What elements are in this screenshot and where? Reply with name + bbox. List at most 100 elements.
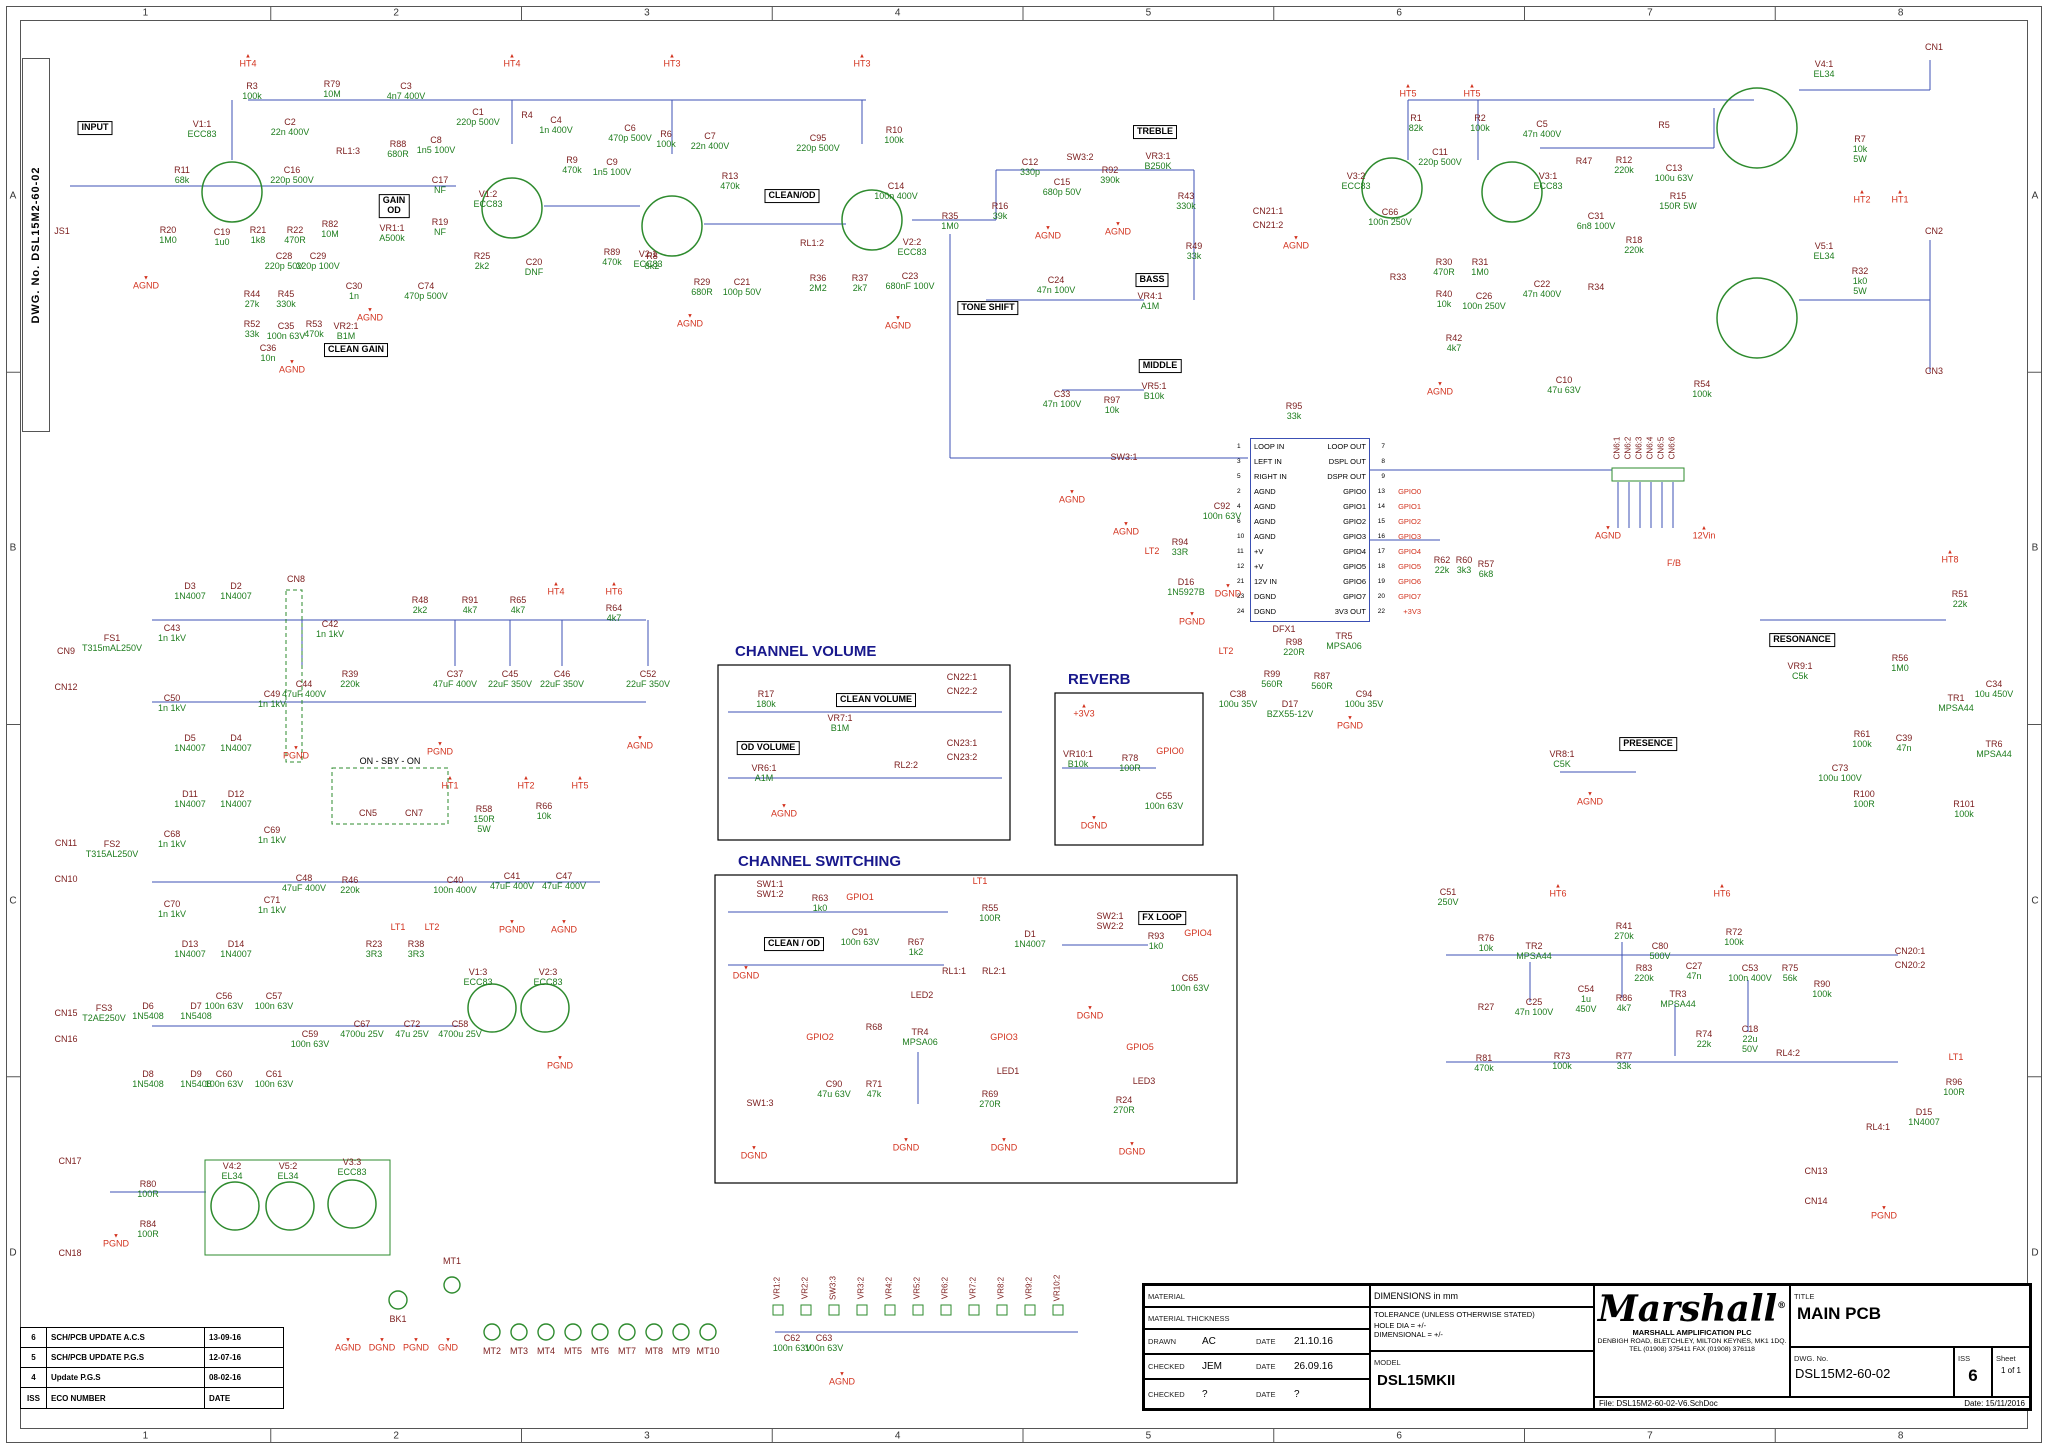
net-label: F/B	[1666, 558, 1682, 569]
ground-net-label: DGND	[733, 967, 760, 982]
designator-label: MT7	[618, 1346, 636, 1357]
tube-envelope	[641, 195, 703, 257]
mounting-hole	[699, 1323, 717, 1341]
connector-pin-label: VR9:2	[1024, 1276, 1034, 1300]
designator-label: CN8	[286, 574, 306, 585]
designator-label: RL2:1	[981, 966, 1007, 977]
revision-cell: 6	[21, 1328, 47, 1347]
designator-label: CN13	[1804, 1166, 1828, 1177]
tube-envelope	[1481, 161, 1543, 223]
ground-net-label: PGND	[1179, 613, 1205, 628]
ground-net-label: PGND	[1871, 1207, 1897, 1222]
revision-cell: 4	[21, 1368, 47, 1387]
frame-marker: 5	[1145, 1430, 1152, 1442]
checked1-date: 26.09.16	[1294, 1361, 1333, 1372]
connector-pin-label: VR1:2	[772, 1276, 782, 1300]
frame-marker: 1	[142, 7, 149, 19]
mounting-hole	[645, 1323, 663, 1341]
designator-label: R68	[865, 1022, 883, 1033]
designator-label: RL1:2	[799, 238, 825, 249]
designator-label: SW3:2	[1066, 152, 1094, 163]
frame-marker: 3	[644, 7, 650, 19]
pot-connector	[800, 1304, 812, 1316]
revision-cell: ECO NUMBER	[47, 1388, 205, 1408]
model-value: DSL15MKII	[1377, 1372, 1456, 1389]
pot-connector	[1024, 1304, 1036, 1316]
designator-label: SW2:1 SW2:2	[1096, 911, 1124, 931]
frame-marker: 6	[1396, 7, 1402, 19]
checked1-label: CHECKED	[1148, 1362, 1185, 1371]
tube-envelope	[265, 1181, 315, 1231]
designator-label: CN22:1	[946, 672, 978, 683]
title-label: TITLE	[1794, 1292, 1815, 1301]
tube-envelope	[841, 189, 903, 251]
material-thickness-cell: MATERIAL THICKNESS	[1144, 1307, 1370, 1329]
designator-label: CN9	[56, 646, 76, 657]
revision-cell: 5	[21, 1348, 47, 1367]
mounting-hole	[618, 1323, 636, 1341]
designator-label: R4	[521, 110, 533, 121]
ground-net-label: PGND	[403, 1339, 429, 1354]
side-dwg-label: DWG. No. DSL15M2-60-02	[30, 166, 42, 324]
section-label: CLEAN VOLUME	[836, 693, 916, 707]
power-net-label: HT2	[1853, 191, 1870, 206]
mounting-hole	[591, 1323, 609, 1341]
model-cell: MODEL DSL15MKII	[1370, 1351, 1594, 1409]
net-label: LT1	[972, 876, 988, 887]
section-label: CLEAN GAIN	[324, 343, 388, 357]
designator-label: CN3	[1924, 366, 1944, 377]
ground-net-label: AGND	[133, 277, 159, 292]
dwg-no-cell: DWG. No. DSL15M2-60-02	[1790, 1347, 1954, 1397]
mounting-hole	[443, 1276, 461, 1294]
tube-envelope	[520, 983, 570, 1033]
company-line2: DENBIGH ROAD, BLETCHLEY, MILTON KEYNES, …	[1597, 1337, 1787, 1345]
designator-label: CN21:1	[1252, 206, 1284, 217]
